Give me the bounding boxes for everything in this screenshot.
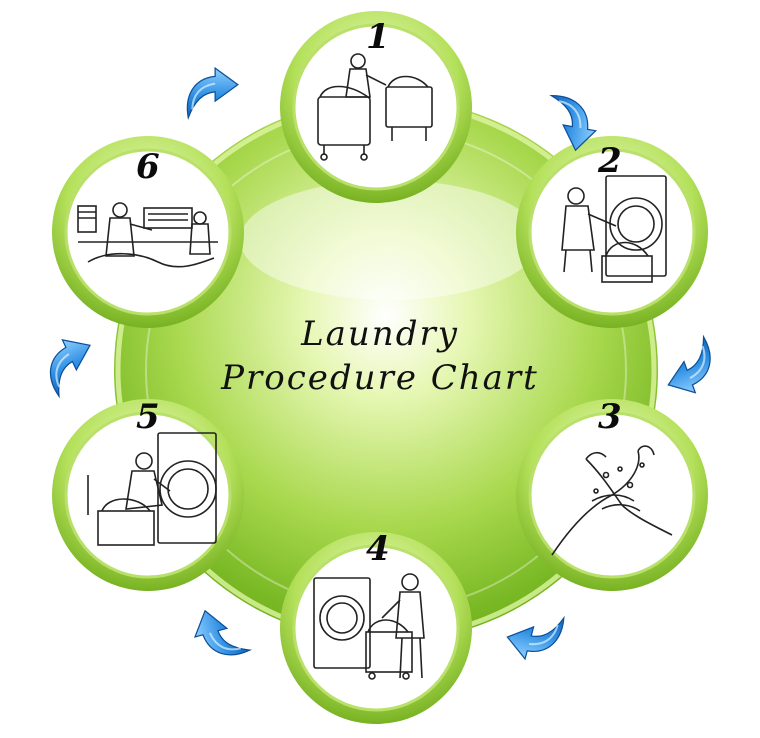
step-number-3: 3 <box>598 397 622 437</box>
worker-unloading-washer-illustration <box>313 573 425 680</box>
curved-arrow-icon <box>186 67 239 119</box>
hand-washing-illustration <box>551 445 673 556</box>
curved-arrow-icon <box>655 335 723 402</box>
curved-arrow-icon <box>36 329 105 398</box>
workers-folding-linens-illustration <box>77 202 218 268</box>
step-number-4: 4 <box>366 529 390 569</box>
curved-arrow-icon <box>502 604 566 668</box>
curved-arrow-icon <box>188 601 252 665</box>
worker-unloading-dryer-illustration <box>87 432 217 546</box>
step-3 <box>516 399 708 591</box>
step-2 <box>516 136 708 328</box>
title-line-2: Procedure Chart <box>221 358 539 398</box>
step-1 <box>280 11 472 203</box>
step-5 <box>52 399 244 591</box>
diagram-title: Laundry Procedure Chart <box>200 312 560 400</box>
worker-with-laundry-carts-illustration <box>317 53 433 161</box>
step-number-5: 5 <box>136 397 160 437</box>
step-number-1: 1 <box>366 17 390 57</box>
title-line-1: Laundry <box>301 314 459 354</box>
worker-loading-washer-illustration <box>561 175 667 283</box>
step-number-6: 6 <box>136 147 160 187</box>
step-number-2: 2 <box>597 141 622 181</box>
center-highlight <box>240 180 540 300</box>
step-4 <box>280 532 472 724</box>
step-6 <box>52 136 244 328</box>
